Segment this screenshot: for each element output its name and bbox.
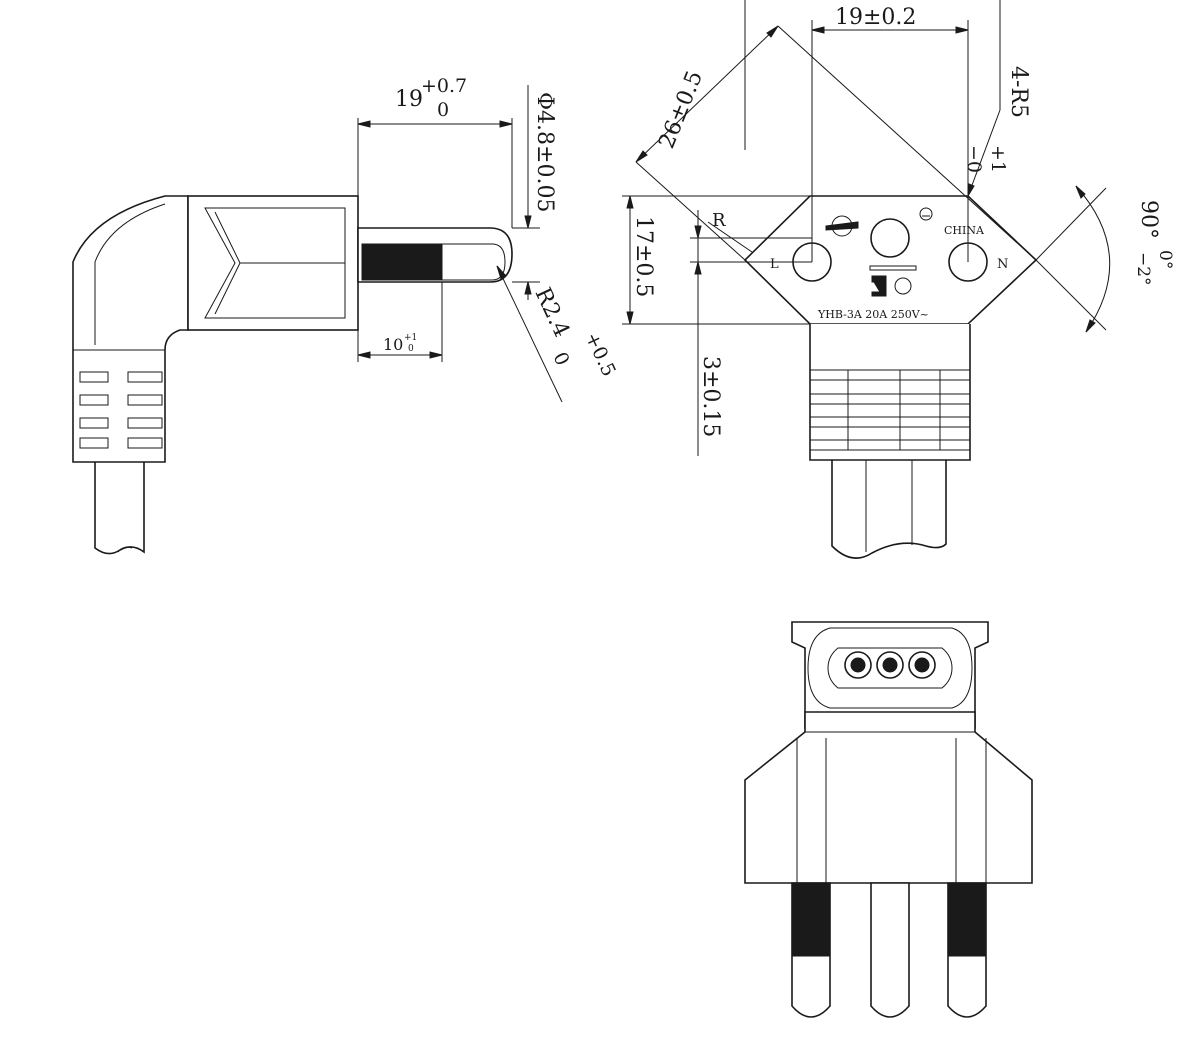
bottom-body xyxy=(744,711,1033,884)
side-pin-insulation xyxy=(361,243,443,281)
origin-label: CHINA xyxy=(944,224,985,237)
plug-face xyxy=(743,195,1038,325)
side-head-chevron xyxy=(204,207,346,319)
earth-symbol-icon xyxy=(919,207,933,221)
pin-spacing-label: 19±0.2 xyxy=(835,5,916,30)
offset-label: 3±0.15 xyxy=(698,356,723,437)
bottom-pin-neutral xyxy=(947,882,987,1018)
front-grip-body xyxy=(809,324,971,461)
insulation-tol-upper: +1 xyxy=(404,333,417,343)
cert-n-mark-icon xyxy=(871,275,887,297)
angle-tol-lower: −2° xyxy=(1133,252,1153,286)
pin-diameter-label: Φ4.8±0.05 xyxy=(532,92,557,212)
corner-radius-tol-lower: −0 xyxy=(963,145,985,173)
bottom-view xyxy=(744,621,1033,1018)
bottom-pin-sockets xyxy=(844,651,936,679)
tip-radius-label: R2.4 xyxy=(530,284,574,341)
cert-lsc-mark-icon xyxy=(894,277,912,295)
pin-length-tol-upper: +0.7 xyxy=(421,75,467,97)
diagonal-label: 26±0.5 xyxy=(654,67,708,152)
neutral-label: N xyxy=(997,257,1008,272)
corner-radius-label: 4-R5 xyxy=(1006,66,1031,118)
front-cable xyxy=(831,460,947,559)
pin-length-label: 19 xyxy=(395,87,423,112)
side-view: 19 +0.7 0 Φ4.8±0.05 R2.4 +0.5 0 10 +1 0 xyxy=(72,75,620,555)
cert-text-strip xyxy=(869,265,917,271)
height-label: 17±0.5 xyxy=(631,216,656,297)
pin-hole-earth xyxy=(870,218,910,258)
front-grip-ribs xyxy=(810,369,970,451)
tip-radius-tol-lower: 0 xyxy=(548,349,573,369)
brand-logo-icon xyxy=(825,215,859,237)
front-view: L N CHINA YHB-3A 20A 250V~ xyxy=(622,0,1175,559)
tip-radius-tol-upper: +0.5 xyxy=(580,329,619,380)
pin-length-tol-lower: 0 xyxy=(437,99,449,121)
side-cable-cut xyxy=(117,546,133,553)
insulation-length-label: 10 xyxy=(383,335,403,354)
side-plug-body xyxy=(72,195,189,463)
bottom-pin-live xyxy=(791,882,831,1018)
side-body-inner-curve xyxy=(94,203,166,345)
corner-radius-tol-upper: +1 xyxy=(987,145,1009,173)
insulation-tol-lower: 0 xyxy=(408,344,414,354)
rating-label: YHB-3A 20A 250V~ xyxy=(817,308,929,321)
live-label: L xyxy=(770,257,779,272)
bottom-pin-earth xyxy=(870,882,910,1018)
radius-label: R xyxy=(712,210,726,231)
side-grip-ribs xyxy=(73,371,165,463)
angle-tol-upper: 0° xyxy=(1155,250,1175,269)
angle-label: 90° xyxy=(1136,200,1161,239)
side-cable xyxy=(94,462,145,555)
